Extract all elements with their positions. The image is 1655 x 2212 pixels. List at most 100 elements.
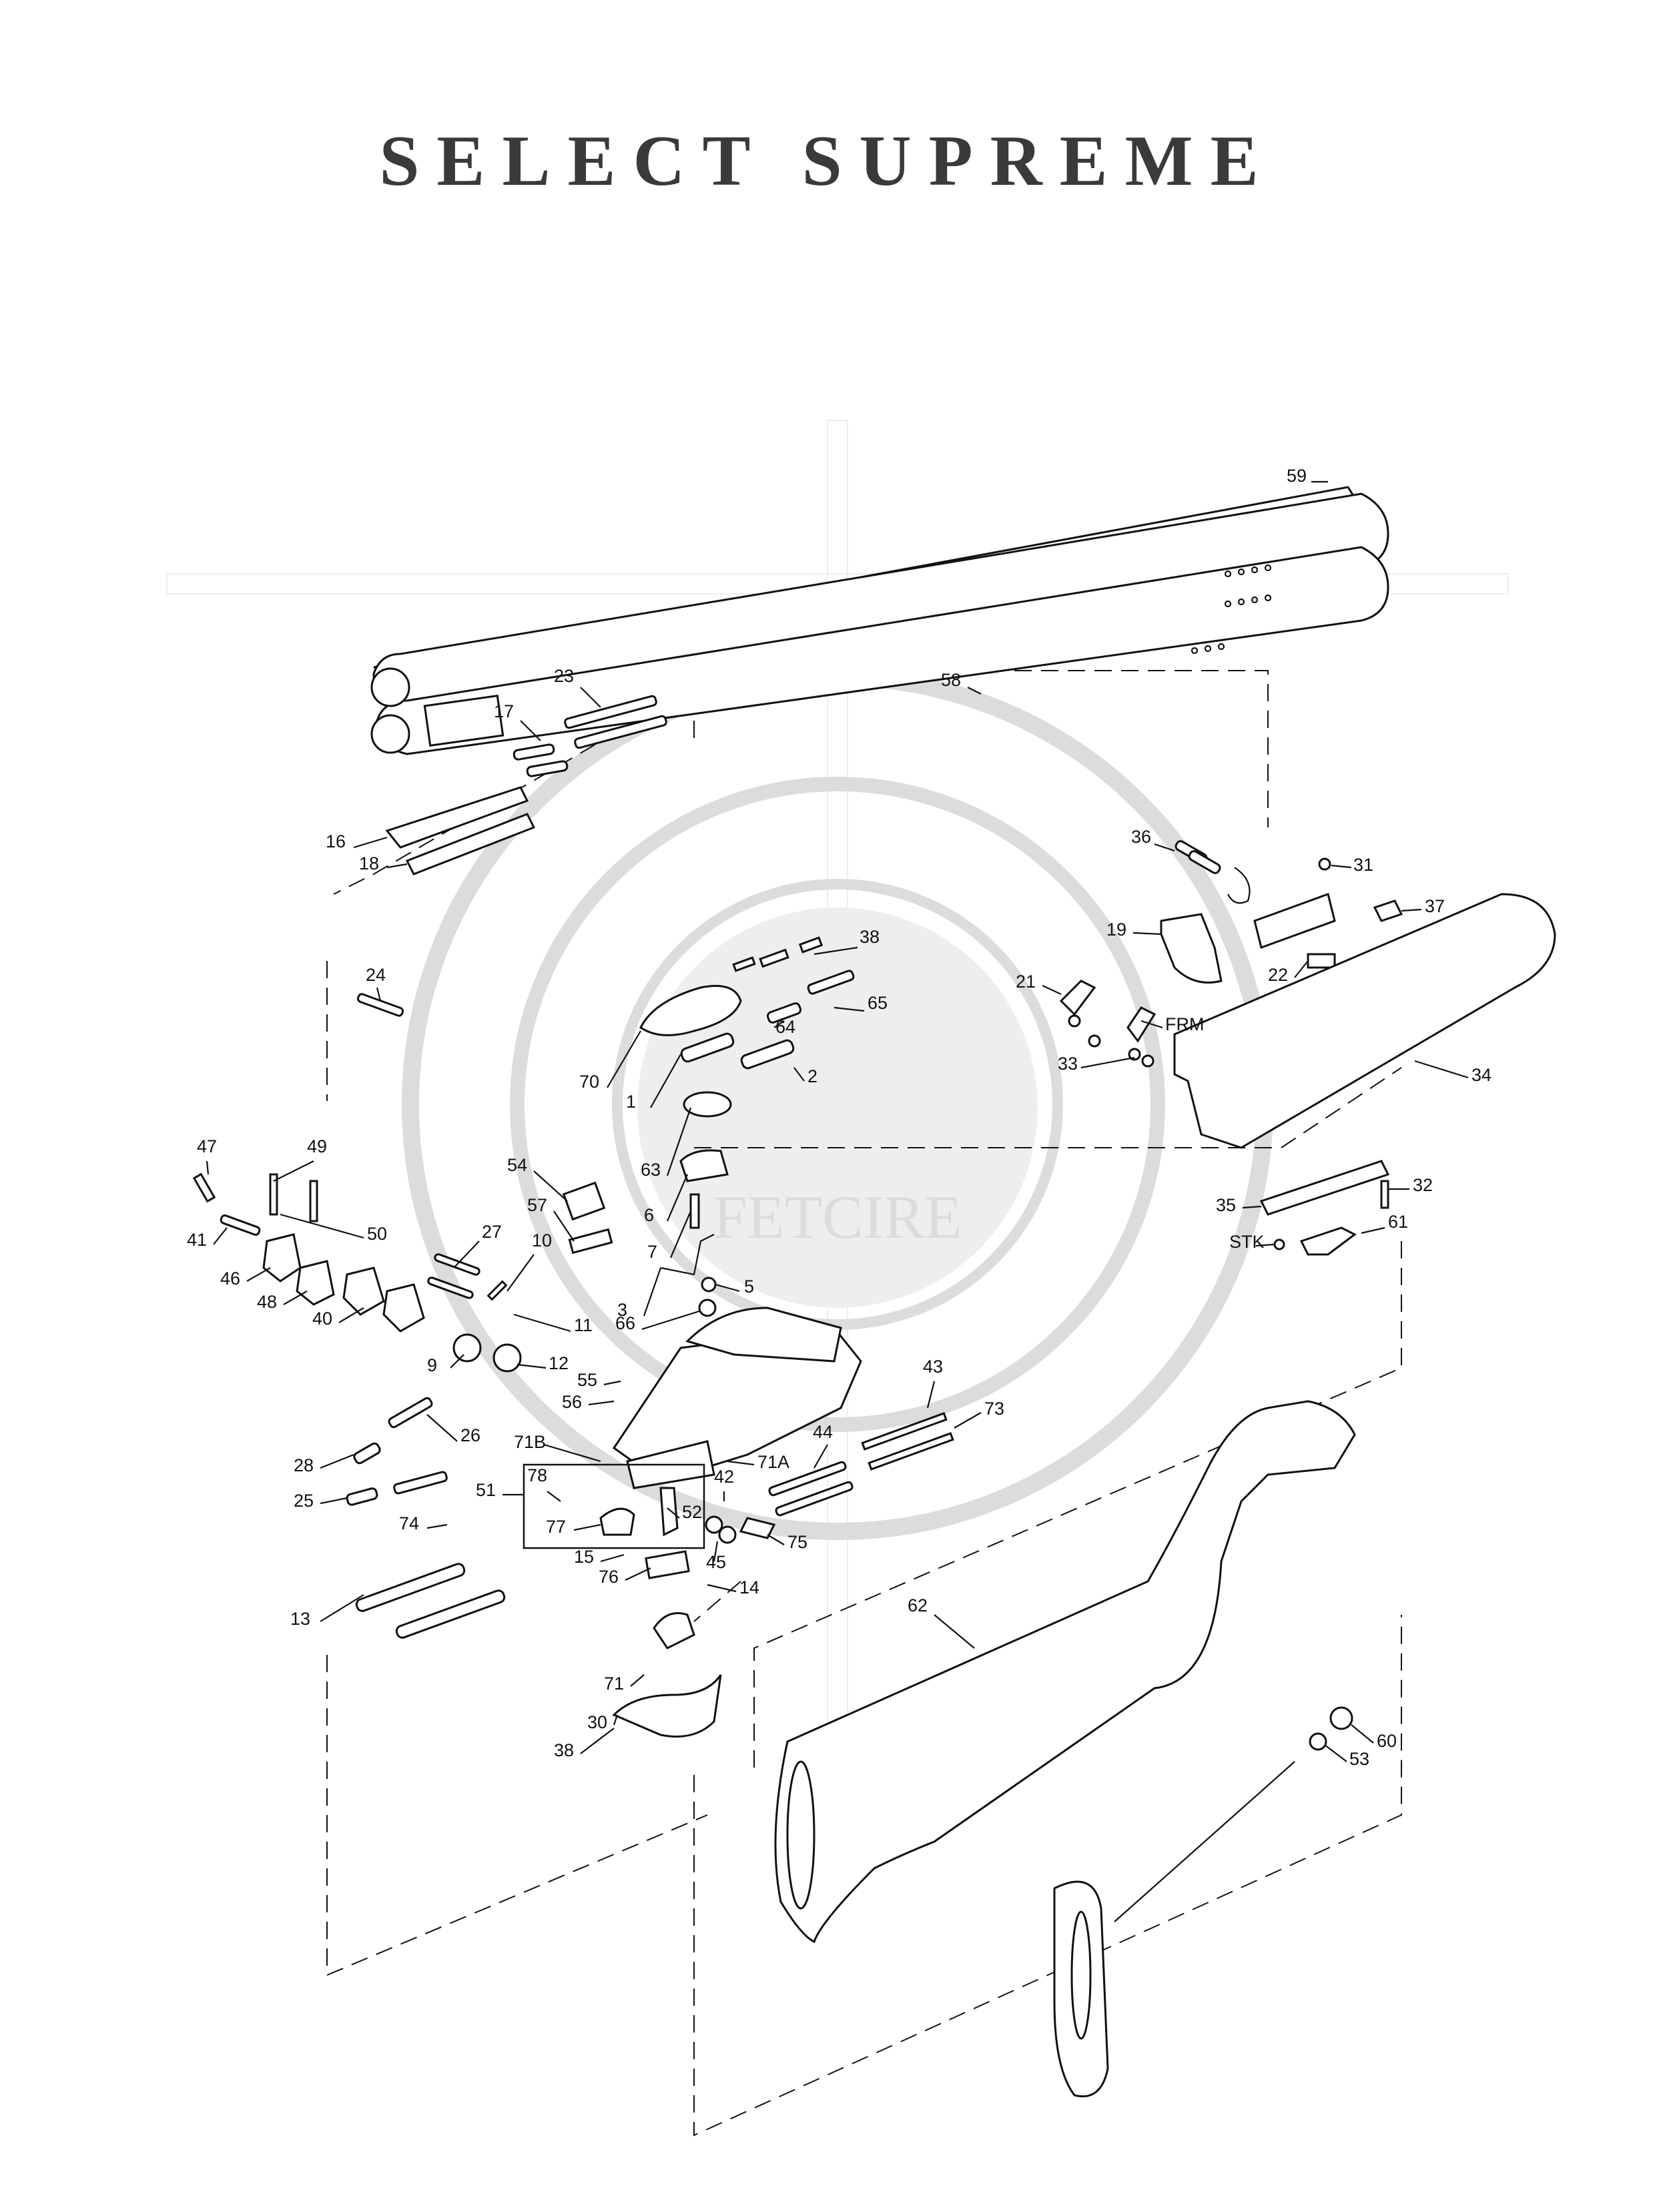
part-57	[568, 1228, 613, 1254]
barrels-assembly	[370, 486, 1389, 755]
leader-line	[246, 1267, 271, 1282]
lower-muzzle	[370, 714, 410, 754]
internal-parts-left	[192, 1172, 522, 1639]
leader-line	[715, 1283, 740, 1293]
leader-line	[573, 1523, 601, 1531]
leader-line	[707, 1583, 737, 1593]
part-label: 51	[476, 1480, 496, 1500]
leader-line	[547, 1491, 561, 1502]
leader-line	[727, 1460, 755, 1466]
leader-line	[1294, 960, 1309, 978]
leader-line	[453, 1240, 480, 1268]
part-label: 56	[562, 1392, 582, 1412]
pin-1	[680, 1032, 735, 1063]
part-label: 35	[1216, 1195, 1236, 1215]
part-label: 47	[197, 1136, 217, 1156]
part-label: 43	[923, 1357, 943, 1377]
leader-line	[213, 1227, 228, 1245]
leader-line	[533, 1170, 568, 1202]
part-label: 19	[1106, 919, 1126, 940]
leader-line	[1324, 1744, 1347, 1762]
part-22	[1126, 1006, 1156, 1043]
leader-line	[1414, 1060, 1469, 1079]
pin-13a	[355, 1563, 466, 1612]
part-63	[683, 1091, 732, 1118]
part-label: 58	[941, 670, 961, 690]
trigger-guard-71	[612, 1674, 722, 1738]
part-19	[1059, 980, 1096, 1016]
spring-23a	[564, 695, 657, 729]
part-label: 11	[574, 1315, 593, 1335]
part-label: 22	[1268, 965, 1288, 985]
leader-line	[320, 1453, 354, 1469]
leader-line	[1140, 1020, 1163, 1029]
part-label: 77	[546, 1517, 566, 1537]
part-label: 18	[359, 853, 379, 873]
locking-bolt	[1253, 893, 1336, 949]
part-37	[1307, 953, 1336, 969]
part-9	[452, 1333, 482, 1363]
part-label: FRM	[1165, 1014, 1204, 1034]
sear-40b	[382, 1283, 425, 1333]
part-52	[659, 1487, 679, 1537]
leader-line	[206, 1160, 210, 1175]
watermark-ring-middle	[510, 777, 1165, 1432]
part-label: 71	[604, 1674, 624, 1694]
dash-stock-link	[693, 1581, 741, 1622]
part-label: 31	[1353, 855, 1373, 875]
leader-line	[280, 1213, 364, 1239]
part-label: 48	[257, 1292, 277, 1312]
leader-line	[1401, 908, 1422, 912]
leader-line	[650, 1054, 681, 1108]
part-label: 38	[860, 927, 880, 947]
part-77	[599, 1507, 635, 1536]
part-label: 13	[290, 1609, 310, 1629]
part-label: 15	[574, 1547, 594, 1567]
part-label: 66	[615, 1313, 635, 1333]
part-label: 7	[647, 1242, 657, 1262]
part-label: 23	[554, 666, 574, 686]
part-label: 21	[1016, 972, 1036, 992]
pin-24	[356, 993, 404, 1017]
leader-line	[813, 946, 858, 956]
pin-17b	[526, 760, 569, 777]
leader-line	[450, 1354, 464, 1369]
sear-40a	[342, 1266, 385, 1316]
screw-38b	[759, 948, 789, 968]
pin-7	[689, 1193, 700, 1229]
part-32	[1299, 1226, 1357, 1256]
leader-line	[1242, 1205, 1262, 1209]
part-label: 50	[367, 1224, 387, 1244]
part-label: 60	[1377, 1731, 1397, 1751]
screw-34	[1380, 1180, 1389, 1209]
part-36	[1373, 899, 1403, 922]
leader-line	[1042, 985, 1062, 995]
leader-line	[376, 987, 382, 1002]
part-6	[679, 1149, 729, 1182]
part-label: 70	[579, 1072, 599, 1092]
leader-line	[1132, 932, 1162, 936]
leader-line	[517, 1363, 547, 1369]
screw-27b	[1088, 1034, 1101, 1048]
spring-44b	[775, 1481, 854, 1517]
part-label: 71A	[757, 1452, 789, 1472]
trigger-group	[523, 1412, 954, 1738]
leader-line	[386, 863, 408, 869]
leader-line	[543, 1443, 601, 1463]
leader-line	[1331, 864, 1352, 869]
part-54	[562, 1181, 606, 1221]
forend-wood-frm	[1173, 893, 1556, 1149]
part-label: 10	[532, 1230, 552, 1250]
dash-forend	[333, 690, 688, 895]
leader-line	[353, 836, 388, 849]
leader-line	[793, 1067, 805, 1082]
spring-10	[486, 1280, 508, 1301]
leader-line	[588, 1400, 615, 1406]
leader-line	[520, 720, 541, 741]
part-label: 78	[527, 1465, 547, 1485]
leader-line	[1255, 1243, 1275, 1247]
pin-47	[192, 1172, 216, 1203]
